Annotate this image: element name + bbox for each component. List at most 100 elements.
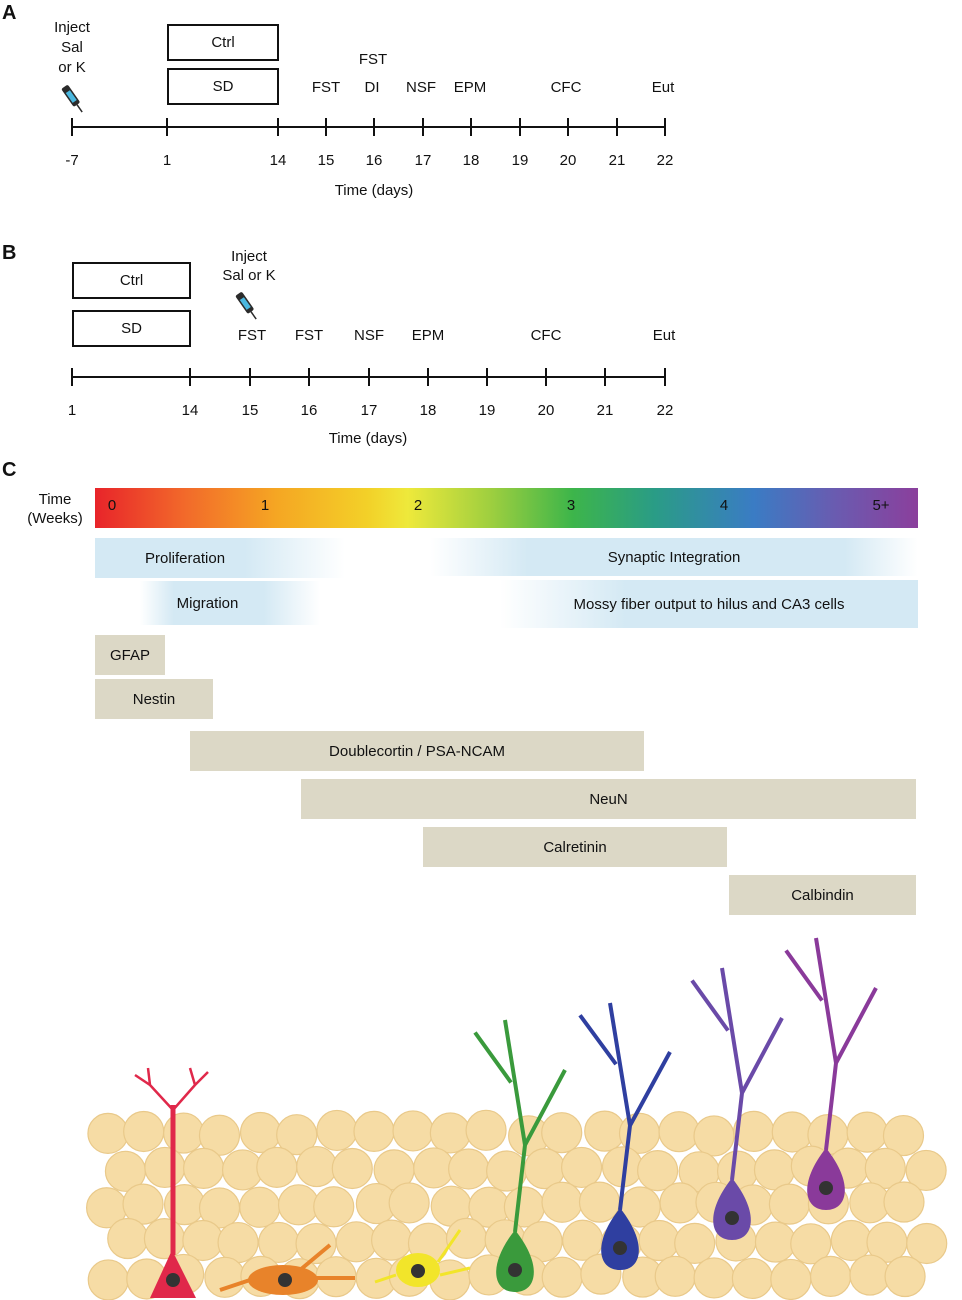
timeline-a-tick	[422, 118, 424, 136]
neuron-indigo	[713, 1178, 751, 1240]
granule-cell	[541, 1112, 583, 1154]
timeline-b-tick-label: 21	[596, 402, 614, 419]
panel-b-letter: B	[2, 242, 17, 264]
granule-cell	[658, 1111, 700, 1153]
syringe-icon	[60, 82, 86, 121]
time-weeks-label: Time (Weeks)	[27, 491, 83, 527]
phase-mossy-fiber: Mossy fiber output to hilus and CA3 cell…	[500, 580, 918, 628]
granule-cell	[392, 1110, 434, 1152]
granule-cell	[560, 1146, 603, 1189]
timeline-a-tick	[616, 118, 618, 136]
granule-cell	[182, 1219, 224, 1262]
granule-cell	[578, 1181, 621, 1223]
timeline-a-tick-label: 15	[317, 152, 335, 169]
timeline-a-tick-label: 22	[656, 152, 674, 169]
granule-cell	[659, 1182, 701, 1224]
timeline-a-tick-label: -7	[65, 152, 79, 169]
nucleus	[508, 1263, 522, 1277]
axis-label-b: Time (days)	[328, 430, 408, 447]
ctrl-box-a: Ctrl	[167, 24, 279, 61]
marker-nestin: Nestin	[95, 679, 213, 719]
timeline-b-tick	[71, 368, 73, 386]
timeline-b-tick	[189, 368, 191, 386]
granule-cell	[87, 1112, 129, 1154]
marker-gfap: GFAP	[95, 635, 165, 675]
timeline-b-tick-label: 18	[419, 402, 437, 419]
timeline-a-tick	[277, 118, 279, 136]
timeline-b-tick	[249, 368, 251, 386]
neuron-indigo-dendrites	[690, 967, 784, 1181]
marker-eut-a: Eut	[651, 79, 675, 96]
neuron-purple-dendrites	[784, 937, 878, 1151]
granule-cell	[771, 1111, 813, 1153]
granule-cell	[584, 1110, 626, 1152]
timeline-a-tick	[71, 118, 73, 136]
timeline-a-tick	[664, 118, 666, 136]
marker-calretinin: Calretinin	[423, 827, 727, 867]
neuron-blue	[601, 1208, 639, 1270]
inject-label-b: Inject Sal or K	[222, 248, 276, 284]
sd-box-a: SD	[167, 68, 279, 105]
week-5plus: 5+	[872, 497, 890, 514]
panel-a-letter: A	[2, 2, 17, 24]
marker-fst-b1: FST	[237, 327, 267, 344]
granule-cell	[541, 1181, 583, 1223]
radial-glia-branches	[134, 1067, 209, 1111]
granule-cell	[296, 1145, 338, 1188]
marker-eut-b: Eut	[652, 327, 676, 344]
granule-cell	[846, 1111, 888, 1153]
granule-cell	[87, 1259, 129, 1300]
granule-cell	[541, 1256, 583, 1298]
granule-cell	[790, 1223, 832, 1265]
panel-c-letter: C	[2, 459, 17, 481]
timeline-a-tick	[166, 118, 168, 136]
granule-cell	[331, 1147, 373, 1190]
marker-nsf-a: NSF	[406, 79, 436, 96]
granule-cell	[770, 1258, 812, 1300]
axis-label-a: Time (days)	[334, 182, 414, 199]
granule-cell	[316, 1109, 358, 1152]
granule-cell	[163, 1112, 205, 1154]
granule-cell	[143, 1218, 186, 1260]
granule-cell	[754, 1221, 797, 1263]
granule-cell	[239, 1186, 281, 1228]
timeline-b-tick-label: 15	[241, 402, 259, 419]
granule-cell	[654, 1255, 696, 1297]
timeline-b-tick-label: 22	[656, 402, 674, 419]
granule-cell	[465, 1109, 507, 1151]
marker-di-a: DI	[364, 79, 380, 96]
marker-calbindin: Calbindin	[729, 875, 916, 915]
immature-neuron-green-dendrites	[473, 1019, 567, 1233]
week-2: 2	[413, 497, 423, 514]
marker-epm-b: EPM	[411, 327, 445, 344]
timeline-b-tick-label: 14	[181, 402, 199, 419]
time-gradient-bar	[95, 488, 918, 528]
nucleus	[278, 1273, 292, 1287]
granule-cell	[809, 1255, 852, 1297]
inject-label-a: Inject Sal or K	[54, 19, 90, 76]
granule-cell	[731, 1257, 773, 1300]
phase-migration: Migration	[95, 581, 320, 625]
granule-cell	[864, 1147, 906, 1189]
phase-synaptic-integration: Synaptic Integration	[430, 538, 918, 576]
granule-cell	[107, 1217, 149, 1260]
timeline-b-tick-label: 16	[300, 402, 318, 419]
timeline-b-tick-label: 17	[360, 402, 378, 419]
granule-cell	[335, 1221, 377, 1263]
marker-cfc-b: CFC	[530, 327, 562, 344]
marker-cfc-a: CFC	[550, 79, 582, 96]
progenitor-processes	[219, 1243, 355, 1292]
granule-cell	[884, 1255, 926, 1298]
granule-cell	[276, 1114, 318, 1156]
marker-fst-a1: FST	[311, 79, 341, 96]
timeline-b-tick	[368, 368, 370, 386]
timeline-a-tick-label: 20	[559, 152, 577, 169]
granule-cell	[638, 1219, 680, 1262]
nucleus	[613, 1241, 627, 1255]
timeline-b-tick	[545, 368, 547, 386]
granule-cell	[388, 1182, 430, 1224]
week-3: 3	[566, 497, 576, 514]
marker-epm-a: EPM	[453, 79, 487, 96]
timeline-a-tick	[373, 118, 375, 136]
marker-fst-b2: FST	[294, 327, 324, 344]
